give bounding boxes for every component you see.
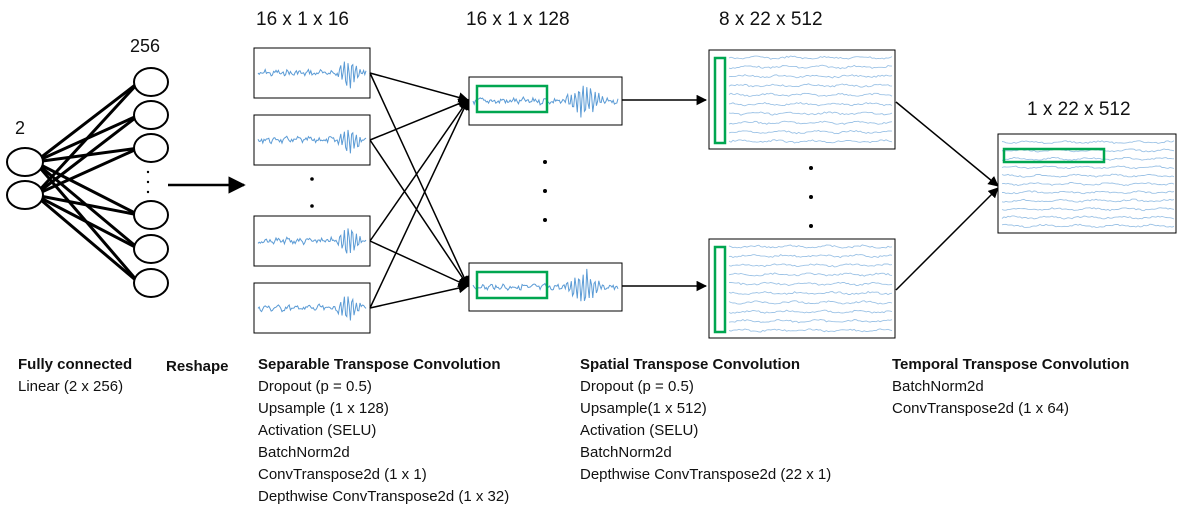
reshape-caption: Reshape (166, 356, 229, 378)
spatial-panel (708, 49, 896, 150)
fc-edge (34, 193, 140, 217)
eeg-waveform (472, 268, 619, 302)
fc-edge (34, 113, 140, 197)
hidden-neuron (133, 133, 169, 163)
spatial-kernel-highlight (713, 245, 727, 334)
input-neuron (6, 180, 44, 210)
eeg-waveform (257, 296, 367, 321)
upsample-ellipsis (543, 160, 547, 222)
fc-edge (34, 193, 140, 285)
separable-title: Separable Transpose Convolution (258, 356, 501, 373)
hidden-neuron (133, 234, 169, 264)
spatial-kernel-highlight (713, 56, 727, 145)
temporal-stage-caption: Temporal Transpose Convolution BatchNorm… (892, 354, 1129, 420)
kernel-highlight (475, 84, 549, 114)
fc-ellipsis (146, 170, 150, 194)
spatial-to-temporal-arrow-bottom (895, 187, 999, 291)
final-output-dim: 1 x 22 x 512 (1027, 99, 1131, 120)
reshape-title: Reshape (166, 358, 229, 375)
upsampled-feature-maps (468, 76, 623, 312)
upsample-panel (468, 262, 623, 312)
separable-panel (253, 114, 371, 166)
fc-edge (34, 80, 140, 164)
connection-arrow (369, 240, 469, 287)
spatial-item: Dropout (p = 0.5) (580, 378, 694, 395)
spatial-item: BatchNorm2d (580, 444, 672, 461)
fc-edge (33, 80, 141, 197)
eeg-waveform (257, 228, 367, 254)
connection-arrow (369, 282, 470, 309)
fc-item: Linear (2 x 256) (18, 378, 124, 395)
connection-arrow (369, 98, 469, 141)
spatial-panel (708, 238, 896, 339)
separable-output-dim: 16 x 1 x 16 (256, 9, 349, 30)
fc-connections (33, 80, 141, 285)
hidden-neuron (133, 200, 169, 230)
eeg-waveform (257, 61, 367, 89)
separable-item: BatchNorm2d (258, 444, 350, 461)
separable-item: Upsample (1 x 128) (258, 400, 389, 417)
fc-edge (34, 193, 140, 251)
separable-item: Dropout (p = 0.5) (258, 378, 372, 395)
fc-neurons (6, 67, 169, 298)
temporal-item: BatchNorm2d (892, 378, 984, 395)
connection-arrow (369, 72, 470, 103)
fc-edge (34, 146, 140, 197)
multichannel-traces (728, 55, 893, 144)
separable-stage-caption: Separable Transpose Convolution Dropout … (258, 354, 509, 508)
connection-arrow (369, 99, 469, 309)
multichannel-traces (1001, 140, 1175, 228)
eeg-waveform (472, 85, 619, 118)
kernel-highlight (475, 270, 549, 300)
temporal-output-map (997, 133, 1177, 234)
temporal-kernel-highlight (1002, 147, 1106, 164)
fc-edge (34, 160, 140, 217)
multichannel-traces (728, 244, 893, 333)
input-neuron (6, 147, 44, 177)
hidden-neuron (133, 67, 169, 97)
spatial-item: Activation (SELU) (580, 422, 699, 439)
hidden-neuron (133, 100, 169, 130)
spatial-title: Spatial Transpose Convolution (580, 356, 801, 373)
spatial-item: Upsample(1 x 512) (580, 400, 707, 417)
spatial-output-dim: 8 x 22 x 512 (719, 9, 823, 30)
input-count-label: 2 (15, 118, 26, 138)
spatial-to-temporal-arrow-top (895, 101, 999, 187)
separable-item: Activation (SELU) (258, 422, 377, 439)
upsample-output-dim: 16 x 1 x 128 (466, 9, 570, 30)
connection-arrow (369, 139, 469, 287)
hidden-neuron (133, 268, 169, 298)
separable-panel (253, 47, 371, 99)
separable-feature-maps (253, 47, 371, 334)
separable-item: ConvTranspose2d (1 x 1) (258, 466, 427, 483)
separable-ellipsis (310, 177, 314, 208)
separable-item: Depthwise ConvTranspose2d (1 x 32) (258, 488, 510, 505)
temporal-title: Temporal Transpose Convolution (892, 356, 1130, 373)
temporal-item: ConvTranspose2d (1 x 64) (892, 400, 1070, 417)
spatial-stage-caption: Spatial Transpose Convolution Dropout (p… (580, 354, 831, 486)
spatial-ellipsis (809, 166, 813, 228)
connection-arrow (369, 99, 469, 242)
separable-to-upsample-arrows (369, 72, 470, 309)
connection-arrow (369, 72, 469, 287)
spatial-item: Depthwise ConvTranspose2d (22 x 1) (580, 466, 832, 483)
neuron-count-label: 256 (130, 36, 161, 56)
fc-title: Fully connected (18, 356, 133, 373)
fc-stage-caption: Fully connected Linear (2 x 256) (18, 354, 132, 398)
eeg-waveform (257, 129, 367, 154)
spatial-feature-maps (708, 49, 896, 339)
